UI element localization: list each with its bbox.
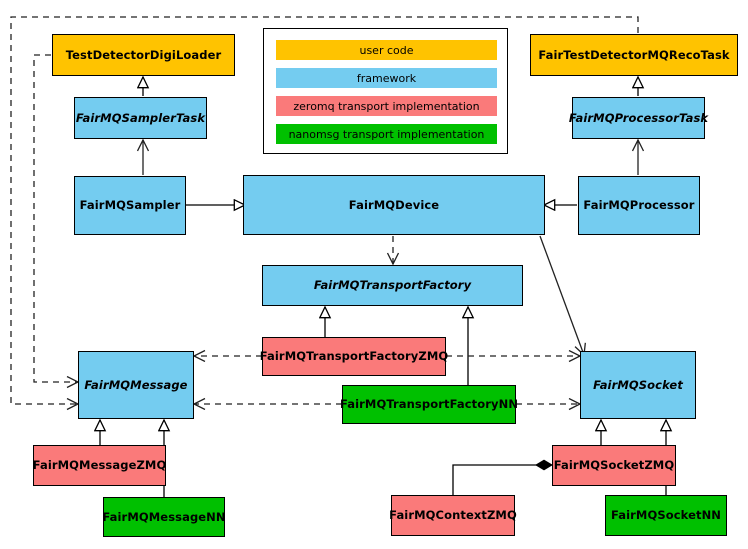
node-fairmqdevice[interactable]: FairMQDevice [243,175,545,235]
node-fairmqcontextzmq[interactable]: FairMQContextZMQ [389,495,517,536]
node-fairmqsampler[interactable]: FairMQSampler [74,176,186,235]
legend-item-nanomsg: nanomsg transport implementation [276,124,497,144]
node-fairmqmessagenn[interactable]: FairMQMessageNN [102,497,226,537]
node-fairmqsamplertask[interactable]: FairMQSamplerTask [74,97,207,139]
node-fairmqprocessor[interactable]: FairMQProcessor [578,176,700,235]
edge-device-to-socket [539,235,584,355]
node-fairtestdetectormqrecotask[interactable]: FairTestDetectorMQRecoTask [530,34,738,76]
legend: user code framework zeromq transport imp… [263,28,508,154]
edge-digiloader-to-message [33,54,78,382]
node-fairmqsocketzmq[interactable]: FairMQSocketZMQ [552,445,676,486]
node-fairmqtransportfactoryzmq[interactable]: FairMQTransportFactoryZMQ [260,337,448,376]
node-fairmqprocessortask[interactable]: FairMQProcessorTask [569,97,708,139]
node-testdetectordigiloader[interactable]: TestDetectorDigiLoader [52,34,235,76]
node-fairmqmessage[interactable]: FairMQMessage [78,351,194,419]
node-fairmqsocketnn[interactable]: FairMQSocketNN [605,495,727,536]
legend-item-zeromq: zeromq transport implementation [276,96,497,116]
legend-item-user-code: user code [276,40,497,60]
node-fairmqtransportfactorynn[interactable]: FairMQTransportFactoryNN [340,385,518,424]
legend-item-framework: framework [276,68,497,88]
node-fairmqmessagezmq[interactable]: FairMQMessageZMQ [33,445,166,486]
node-fairmqsocket[interactable]: FairMQSocket [580,351,696,419]
edge-socketzmq-composition-contextzmq [452,459,553,495]
edge-recotask-to-message [10,16,639,404]
node-fairmqtransportfactory[interactable]: FairMQTransportFactory [262,265,523,306]
